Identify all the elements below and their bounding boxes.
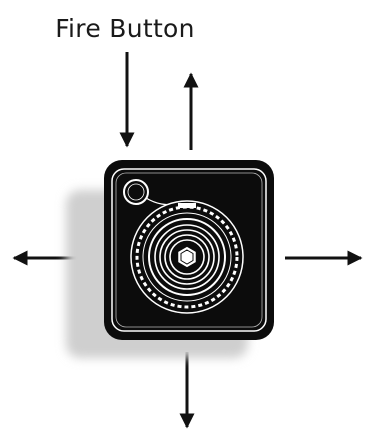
stick-center-hex	[178, 246, 197, 268]
top-label-mark	[178, 203, 196, 208]
